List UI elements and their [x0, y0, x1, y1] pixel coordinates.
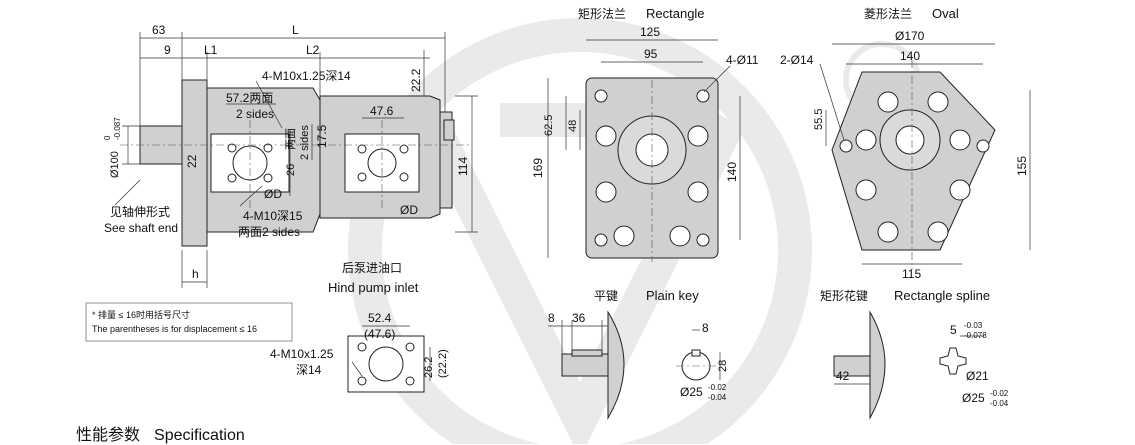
dim-28: 28	[717, 360, 729, 372]
dim-L: L	[292, 23, 299, 37]
dim-48: 48	[567, 120, 579, 132]
label-plain-tol-upper: -0.02	[708, 383, 727, 392]
label-spline-tol5-upper: -0.03	[964, 321, 983, 330]
dim-155: 155	[1015, 156, 1029, 176]
displacement-note: * 排量 ≤ 16时用括号尺寸 The parentheses is for d…	[85, 302, 293, 342]
dim-140-oval: 140	[900, 49, 920, 63]
dim-62-5: 62.5	[543, 115, 555, 136]
dim-47-6: 47.6	[370, 104, 394, 118]
label-phiD-1: ØD	[264, 187, 282, 201]
oval-shaft-bore	[895, 125, 925, 155]
end-cap-knob	[443, 119, 455, 141]
dim-17-5: 17.5	[315, 124, 329, 148]
dim-36: 36	[572, 311, 586, 325]
dim-L2: L2	[306, 43, 320, 57]
plain-key-title-cn: 平键	[594, 289, 618, 303]
label-sides-57: 57.2两面	[226, 91, 273, 105]
dim-9: 9	[164, 43, 171, 57]
note-cn: * 排量 ≤ 16时用括号尺寸	[92, 309, 190, 320]
hind-inlet-title-cn: 后泵进油口	[342, 261, 402, 275]
dim-169: 169	[531, 158, 545, 178]
dim-26: 26	[285, 164, 297, 176]
plain-key-title-en: Plain key	[646, 288, 699, 303]
dim-22-2p: (22.2)	[437, 349, 449, 378]
dim-22-2: 22.2	[409, 68, 423, 92]
specification-heading: 性能参数 Specification	[76, 421, 245, 445]
oval-title-en: Oval	[932, 6, 959, 21]
rectangle-flange: 矩形法兰 Rectangle 125 95 4-Ø11 62.5 48 169 …	[531, 6, 759, 262]
hind-pump-inlet: 后泵进油口 Hind pump inlet 52.4 (47.6) 4-M10x…	[270, 261, 449, 393]
note-en: The parentheses is for displacement ≤ 16	[92, 324, 257, 334]
label-thread: 4-M10x1.25	[270, 347, 334, 361]
plain-key-shaft: 平键 Plain key 8 36 8 28 Ø25 -0.02 -0.04	[548, 288, 729, 420]
label-shaft-tol-upper: 0	[103, 135, 112, 140]
label-depth: 深14	[296, 363, 322, 377]
dim-114: 114	[456, 157, 470, 176]
label-sides-bottom: 两面2 sides	[238, 225, 300, 239]
dim-key-8: 8	[702, 321, 709, 335]
label-shaft-dia: Ø100	[109, 151, 121, 178]
label-spline-tol-lower: -0.04	[990, 399, 1009, 408]
dim-47-6p: (47.6)	[364, 327, 395, 341]
specification-heading-cn: 性能参数	[76, 427, 141, 444]
label-phiD-2: ØD	[400, 203, 418, 217]
label-sides-26-en: 2 sides	[299, 125, 311, 160]
dim-140-rect: 140	[725, 162, 739, 182]
dim-L1: L1	[204, 43, 218, 57]
dim-170: Ø170	[895, 29, 925, 43]
label-plain-tol-lower: -0.04	[708, 393, 727, 402]
mounting-flange	[181, 79, 208, 247]
dim-115: 115	[902, 267, 921, 281]
dim-95: 95	[644, 47, 658, 61]
dim-h: h	[192, 267, 199, 281]
spline-title-cn: 矩形花键	[820, 288, 868, 303]
rect-title-cn: 矩形法兰	[578, 7, 626, 21]
dim-55-5: 55.5	[813, 109, 825, 130]
side-view: 63 L 9 L1 L2 4-M10x1.25深14 22.2 57.2两面 2…	[103, 23, 478, 288]
label-m10-deep15: 4-M10深15	[243, 209, 303, 223]
label-4-holes-11: 4-Ø11	[726, 53, 759, 67]
label-spline-21: Ø21	[966, 369, 989, 383]
label-plain-dia: Ø25	[680, 385, 703, 399]
dim-63: 63	[152, 23, 166, 37]
oval-flange: 菱形法兰 Oval Ø170 140 2-Ø14 55.5 155 115	[780, 6, 1031, 281]
dim-125: 125	[640, 25, 660, 39]
label-m10-top: 4-M10x1.25深14	[262, 69, 351, 83]
rectangle-spline-shaft: 矩形花键 Rectangle spline 42 5 -0.03 -0.078 …	[820, 288, 1009, 420]
label-see-shaft-cn: 见轴伸形式	[110, 204, 170, 219]
label-spline-dia: Ø25	[962, 391, 985, 405]
label-spline-tol-upper: -0.02	[990, 389, 1009, 398]
dim-8-key-offset: 8	[548, 311, 555, 325]
oval-title-cn: 菱形法兰	[864, 7, 912, 21]
hind-inlet-title-en: Hind pump inlet	[328, 280, 419, 295]
label-sides-26-cn: 两面	[285, 128, 297, 150]
label-sides-57-en: 2 sides	[236, 107, 274, 121]
label-see-shaft-en: See shaft end	[104, 221, 178, 235]
dim-5: 5	[950, 323, 957, 337]
dim-42: 42	[836, 369, 850, 383]
inlet-port	[368, 346, 404, 382]
dim-22: 22	[185, 154, 199, 168]
rect-title-en: Rectangle	[646, 6, 705, 21]
spline-title-en: Rectangle spline	[894, 288, 990, 303]
dim-52-4: 52.4	[368, 311, 392, 325]
dim-26-2: 26.2	[423, 357, 435, 378]
specification-heading-en: Specification	[154, 427, 245, 444]
label-spline-tol5-lower: -0.078	[964, 331, 987, 340]
spline-section	[939, 347, 967, 375]
label-2-holes-14: 2-Ø14	[780, 53, 814, 67]
label-shaft-tol-lower: -0.087	[113, 117, 122, 140]
